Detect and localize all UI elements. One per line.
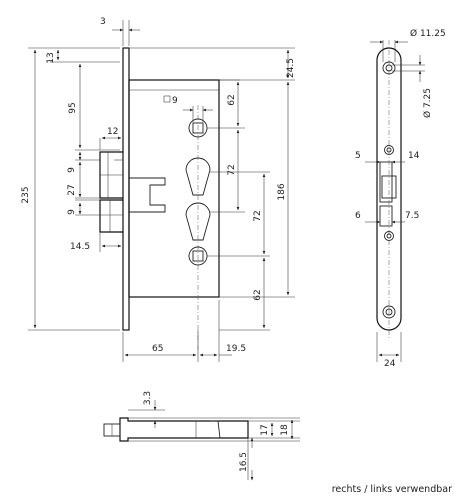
dim-24-5: 24.5: [286, 58, 296, 78]
dim-17: 17: [260, 424, 270, 435]
dim-62-bottom: 62: [253, 289, 263, 300]
dim-65: 65: [152, 344, 163, 354]
usage-note: rechts / links verwendbar: [332, 484, 452, 495]
deadbolt-opening: [379, 205, 393, 227]
forend-plate: [122, 47, 130, 331]
dim-6: 6: [355, 211, 361, 221]
dim-24: 24: [384, 359, 396, 369]
dim-95: 95: [68, 102, 78, 113]
dim-14-5: 14.5: [70, 242, 90, 252]
cylinder-cutout-upper: [185, 157, 211, 196]
faceplate-view: [376, 40, 402, 340]
bottom-profile: [119, 417, 249, 442]
dim-72-a: 72: [227, 164, 237, 175]
dim-27: 27: [67, 184, 77, 195]
dim-9-a: 9: [67, 167, 77, 173]
dim-5: 5: [355, 151, 361, 161]
dead-bolt: [99, 199, 123, 233]
front-view: [99, 47, 220, 350]
dim-18: 18: [280, 424, 290, 436]
internal-lever: [129, 177, 166, 213]
bottom-view: [103, 417, 249, 442]
dim-13: 13: [46, 52, 56, 63]
faceplate-dimensions: Ø 11.25 Ø 7.25 5 14 6 7.5 24: [355, 28, 446, 369]
cylinder-cutout-lower: [185, 202, 211, 241]
dim-dia-11-25: Ø 11.25: [410, 28, 446, 39]
latch-opening: [379, 161, 393, 203]
dim-dia-7-25: Ø 7.25: [422, 88, 433, 118]
bottom-view-dimensions: 3.3 17 18 16.5: [128, 391, 300, 481]
dim-72-b: 72: [253, 210, 263, 221]
dim-16-5: 16.5: [239, 452, 249, 472]
front-view-dimensions: 3 235 13 95 12 24.5 9 62: [21, 17, 296, 362]
dim-7-5: 7.5: [405, 211, 419, 221]
dim-62-top: 62: [227, 94, 237, 105]
dim-14: 14: [408, 151, 420, 161]
dim-3: 3: [100, 17, 106, 27]
dim-19-5: 19.5: [226, 344, 246, 354]
dim-3-3: 3.3: [143, 391, 153, 405]
lock-case: [128, 79, 220, 298]
dim-186: 186: [277, 183, 287, 200]
dim-square-9: 9: [172, 96, 178, 106]
dim-9-b: 9: [67, 209, 77, 215]
dim-12: 12: [107, 127, 118, 137]
dim-235: 235: [21, 186, 31, 203]
